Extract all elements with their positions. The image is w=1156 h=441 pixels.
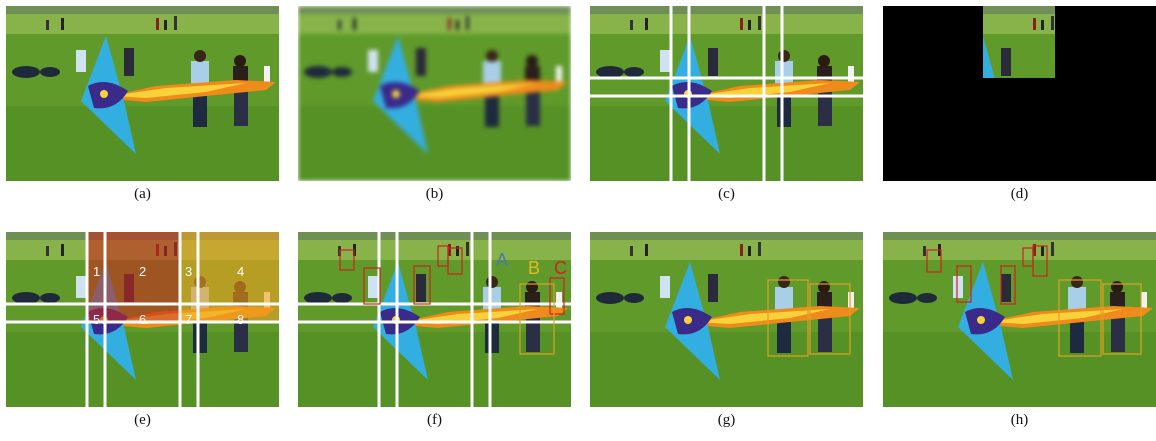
caption-g: (g)	[717, 412, 736, 428]
panel-c-grid-image	[590, 6, 863, 181]
panel-d-masked-region	[883, 6, 1156, 181]
panel-a-original-image	[6, 6, 279, 181]
overlay-red	[87, 232, 180, 322]
group-letter-a: A	[496, 250, 508, 270]
region-4: 4	[237, 264, 244, 279]
caption-h: (h)	[1010, 412, 1029, 428]
caption-e: (e)	[134, 412, 151, 428]
caption-f: (f)	[427, 412, 442, 428]
region-1: 1	[93, 264, 100, 279]
region-6: 6	[139, 312, 146, 327]
panel-h-all-boxes	[883, 232, 1156, 407]
panel-b-blurred-image	[298, 6, 571, 181]
caption-c: (c)	[718, 186, 735, 202]
panel-g-detected-boxes	[590, 232, 863, 407]
region-5: 5	[93, 312, 100, 327]
region-3: 3	[185, 264, 192, 279]
region-7: 7	[185, 312, 192, 327]
panel-f-grid-with-boxes: A B C	[298, 232, 571, 407]
caption-a: (a)	[134, 186, 151, 202]
region-2: 2	[139, 264, 146, 279]
group-letter-b: B	[528, 258, 540, 278]
region-8: 8	[237, 312, 244, 327]
caption-b: (b)	[425, 186, 444, 202]
grid-lines	[590, 6, 863, 181]
caption-d: (d)	[1010, 186, 1029, 202]
group-letter-c: C	[554, 258, 567, 278]
overlay-orange	[180, 232, 279, 322]
panel-e-region-overlay: 1 2 3 4 5 6 7 8	[6, 232, 279, 407]
